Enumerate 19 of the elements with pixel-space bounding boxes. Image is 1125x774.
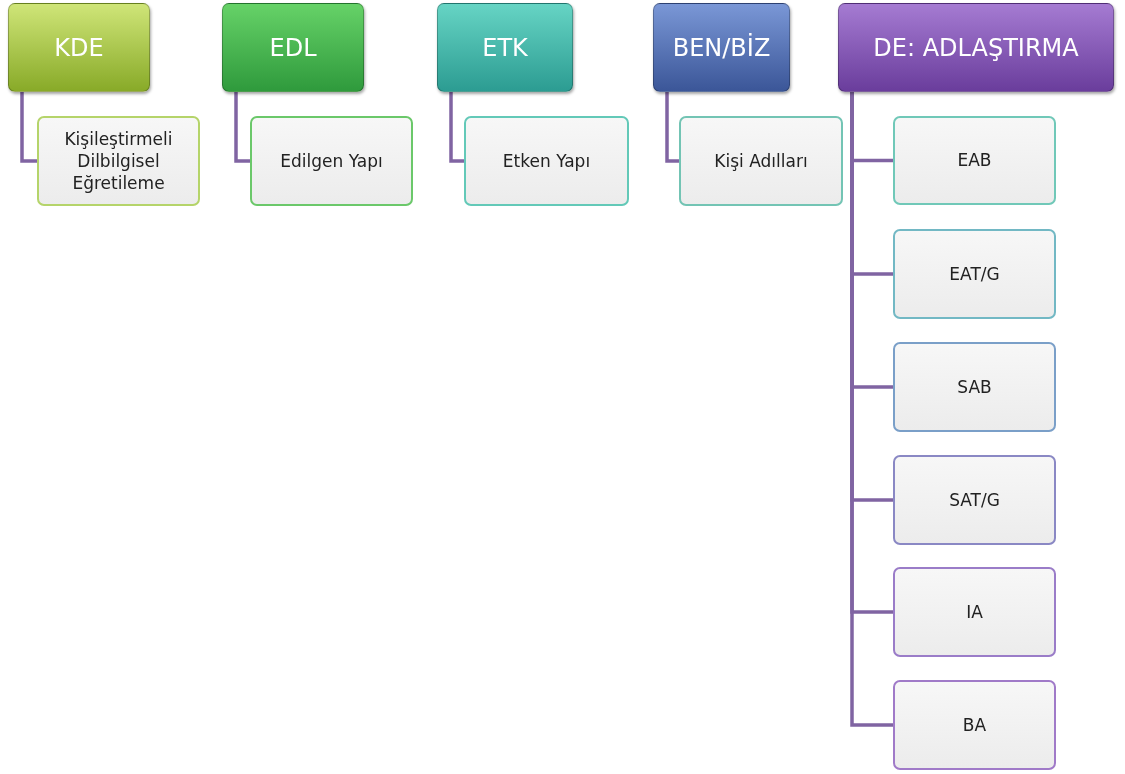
item-box: Kişileştirmeli Dilbilgisel Eğretileme [37,116,200,206]
connector-line [665,92,679,163]
category-box: BEN/BİZ [653,3,790,92]
item-box: IA [893,567,1056,657]
item-box: Edilgen Yapı [250,116,413,206]
category-box: EDL [222,3,364,92]
connector-line [234,92,250,163]
item-box: Kişi Adılları [679,116,843,206]
item-box: SAB [893,342,1056,432]
category-box: ETK [437,3,573,92]
item-box: EAB [893,116,1056,205]
item-box: Etken Yapı [464,116,629,206]
connector-line [20,92,37,163]
item-box: SAT/G [893,455,1056,545]
item-box: BA [893,680,1056,770]
item-box: EAT/G [893,229,1056,319]
connector-line [449,92,464,163]
category-box: DE: ADLAŞTIRMA [838,3,1114,92]
category-box: KDE [8,3,150,92]
